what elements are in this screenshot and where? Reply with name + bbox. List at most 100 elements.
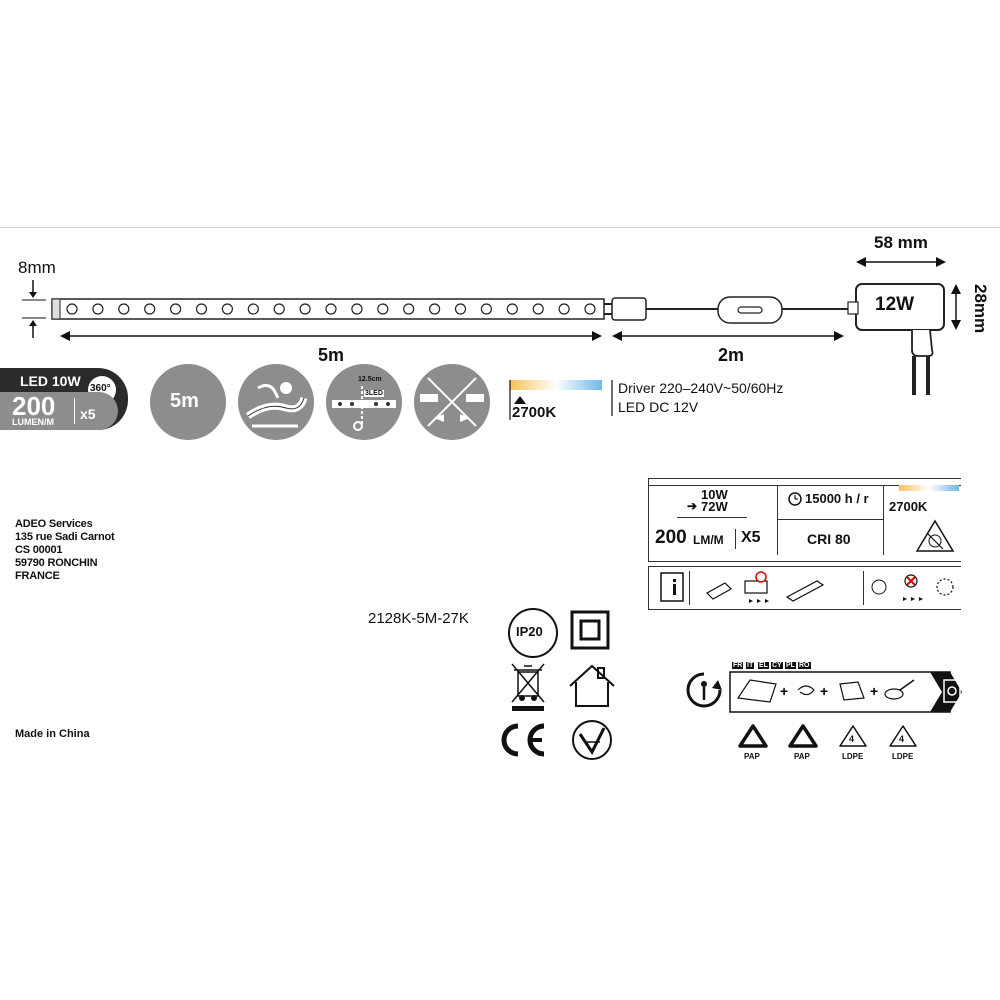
spec-power-1: 10W [701, 487, 728, 502]
recycle-code-number-4: 4 [899, 734, 905, 744]
led-dot [584, 303, 596, 315]
ip-rating-text: IP20 [516, 624, 543, 639]
led-dot [66, 303, 78, 315]
instr-sep-2 [863, 571, 864, 605]
lang-cy: CY [771, 662, 783, 669]
spec-power-rule [677, 517, 747, 518]
eac-mark-icon [572, 720, 612, 760]
recycle-code-label-3: LDPE [842, 752, 864, 761]
adapter-power-label: 12W [875, 294, 915, 315]
led-dot [299, 303, 311, 315]
top-divider [0, 227, 1000, 228]
color-temp-gradient [510, 380, 602, 390]
led-dot [377, 303, 389, 315]
driver-line2: LED DC 12V [618, 399, 699, 415]
led-dot [118, 303, 130, 315]
product-reference: 2128K-5M-27K [368, 610, 469, 627]
recycle-code-icon-4 [889, 725, 917, 747]
flexible-strip-icon [238, 364, 314, 440]
no-cover-icon [915, 519, 955, 552]
led-dot [558, 303, 570, 315]
triman-block: FR IT EL CY PL RO + + + [680, 662, 980, 714]
strip-width-label: 8mm [18, 258, 56, 277]
instructions-row [648, 566, 961, 610]
spec-mid-rule [777, 519, 883, 520]
led-dot [480, 303, 492, 315]
cable-length-label: 2m [718, 345, 745, 365]
cut-leds-text: 3LED [364, 390, 384, 397]
spec-power-arrow: ➔ [687, 499, 698, 513]
led-badge: LED 10W 360° 200 LUMEN/M x5 [0, 368, 128, 430]
spec-lumen: 200 [655, 527, 687, 548]
recycle-code-icon-3 [839, 725, 867, 747]
lang-ro: RO [798, 662, 811, 669]
double-insulation-icon [570, 610, 610, 650]
made-in-text: Made in China [15, 728, 90, 740]
lang-fr: FR [732, 662, 744, 669]
strip-length-label: 5m [318, 345, 345, 365]
recycle-code-label-1: PAP [744, 752, 760, 761]
spec-cri: CRI 80 [807, 531, 851, 547]
spec-power-2: 72W [701, 499, 728, 514]
svg-text:+: + [820, 683, 828, 699]
spec-sep-1 [777, 485, 778, 555]
ce-mark-icon [501, 723, 545, 757]
svg-text:+: + [780, 683, 788, 699]
spec-table: 10W ➔ 72W 200 LM/M X5 15000 h / r CRI 80… [648, 478, 961, 562]
spec-lumen-unit: LM/M [693, 533, 724, 547]
led-dot [325, 303, 337, 315]
triman-icon [686, 672, 722, 708]
manufacturer-address: ADEO Services 135 rue Sadi Carnot CS 000… [15, 518, 115, 583]
spec-lifetime: 15000 h / r [805, 491, 869, 506]
spec-table-top [649, 479, 961, 486]
recycle-code-icon-2 [788, 724, 818, 748]
no-connect-icon [414, 364, 490, 440]
address-line-5: FRANCE [15, 570, 60, 582]
led-dot [273, 303, 285, 315]
manual-icon [660, 572, 684, 602]
led-dot [170, 303, 182, 315]
adapter-width-label: 58 mm [874, 233, 928, 252]
led-dot [532, 303, 544, 315]
lang-it: IT [746, 662, 755, 669]
indoor-use-icon [569, 664, 615, 707]
spec-gradient [899, 485, 959, 491]
lang-pl: PL [785, 662, 796, 669]
cut-icon: 12.5cm 3LED [326, 364, 402, 440]
length-icon: 5m [150, 364, 226, 440]
spec-multiplier: X5 [741, 529, 761, 546]
spec-sep-2 [883, 485, 884, 555]
spec-color-temp: 2700K [889, 499, 928, 514]
lumen-separator [74, 398, 75, 424]
led-dot [506, 303, 518, 315]
led-dot [351, 303, 363, 315]
led-dot [221, 303, 233, 315]
color-temp-text: 2700K [512, 404, 557, 421]
recycle-code-number-3: 4 [849, 734, 855, 744]
led-dot [92, 303, 104, 315]
svg-text:+: + [870, 683, 878, 699]
weee-bin-icon [511, 663, 545, 711]
led-dot [195, 303, 208, 315]
address-line-4: 59790 RONCHIN [15, 557, 98, 569]
recycle-code-label-2: PAP [794, 752, 810, 761]
bulb-steps-icon [871, 574, 954, 601]
recycle-code-icon-1 [738, 724, 768, 748]
led-dot [429, 303, 441, 315]
angle-text: 360° [90, 383, 111, 394]
lumen-unit: LUMEN/M [12, 417, 54, 427]
multiplier-text: x5 [80, 406, 96, 422]
address-line-3: CS 00001 [15, 544, 63, 556]
clock-icon [788, 492, 802, 506]
cut-spacing-text: 12.5cm [358, 376, 382, 383]
lumen-panel: 200 LUMEN/M x5 [0, 391, 118, 430]
led-dot [144, 303, 156, 315]
lang-el: EL [758, 662, 769, 669]
led-dot [247, 303, 259, 315]
address-line-2: 135 rue Sadi Carnot [15, 531, 115, 543]
spec-lumen-sep [735, 529, 736, 549]
address-line-1: ADEO Services [15, 518, 93, 530]
